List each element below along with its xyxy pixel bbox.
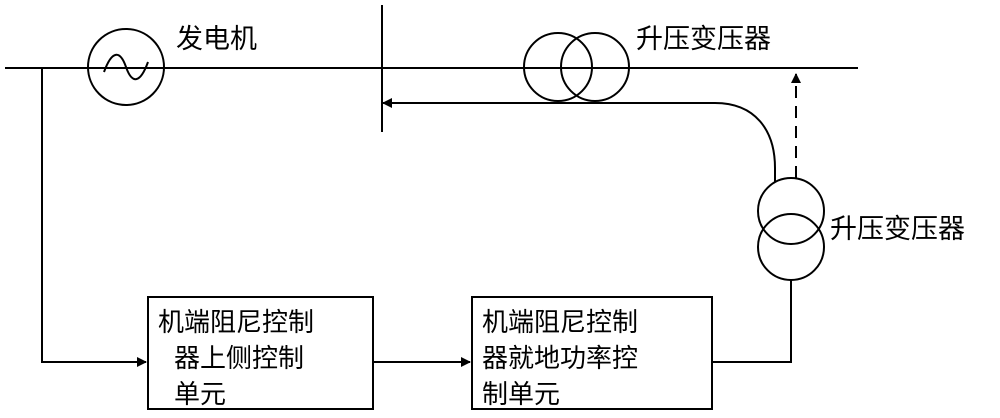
transformer-top-label: 升压变压器 [636, 24, 771, 55]
upper-control-line-1: 机端阻尼控制 [158, 308, 314, 338]
upper-control-line-2: 器上侧控制 [174, 344, 304, 374]
upper-control-line-3: 单元 [174, 380, 226, 410]
unit-to-transformer-line [712, 280, 792, 363]
generator-symbol [87, 28, 165, 106]
feedback-curve [382, 98, 776, 182]
upper-control-unit-box [147, 296, 374, 410]
transformer-top-symbol [523, 32, 630, 102]
generator-label: 发电机 [176, 24, 257, 55]
transformer-right-label: 升压变压器 [830, 214, 965, 245]
local-power-line-1: 机端阻尼控制 [482, 308, 638, 338]
local-power-unit-box [471, 296, 713, 410]
local-power-line-2: 器就地功率控 [482, 344, 638, 374]
local-power-line-3: 制单元 [482, 380, 560, 410]
generator-tap-line [41, 68, 147, 367]
transformer-right-symbol [757, 177, 825, 281]
